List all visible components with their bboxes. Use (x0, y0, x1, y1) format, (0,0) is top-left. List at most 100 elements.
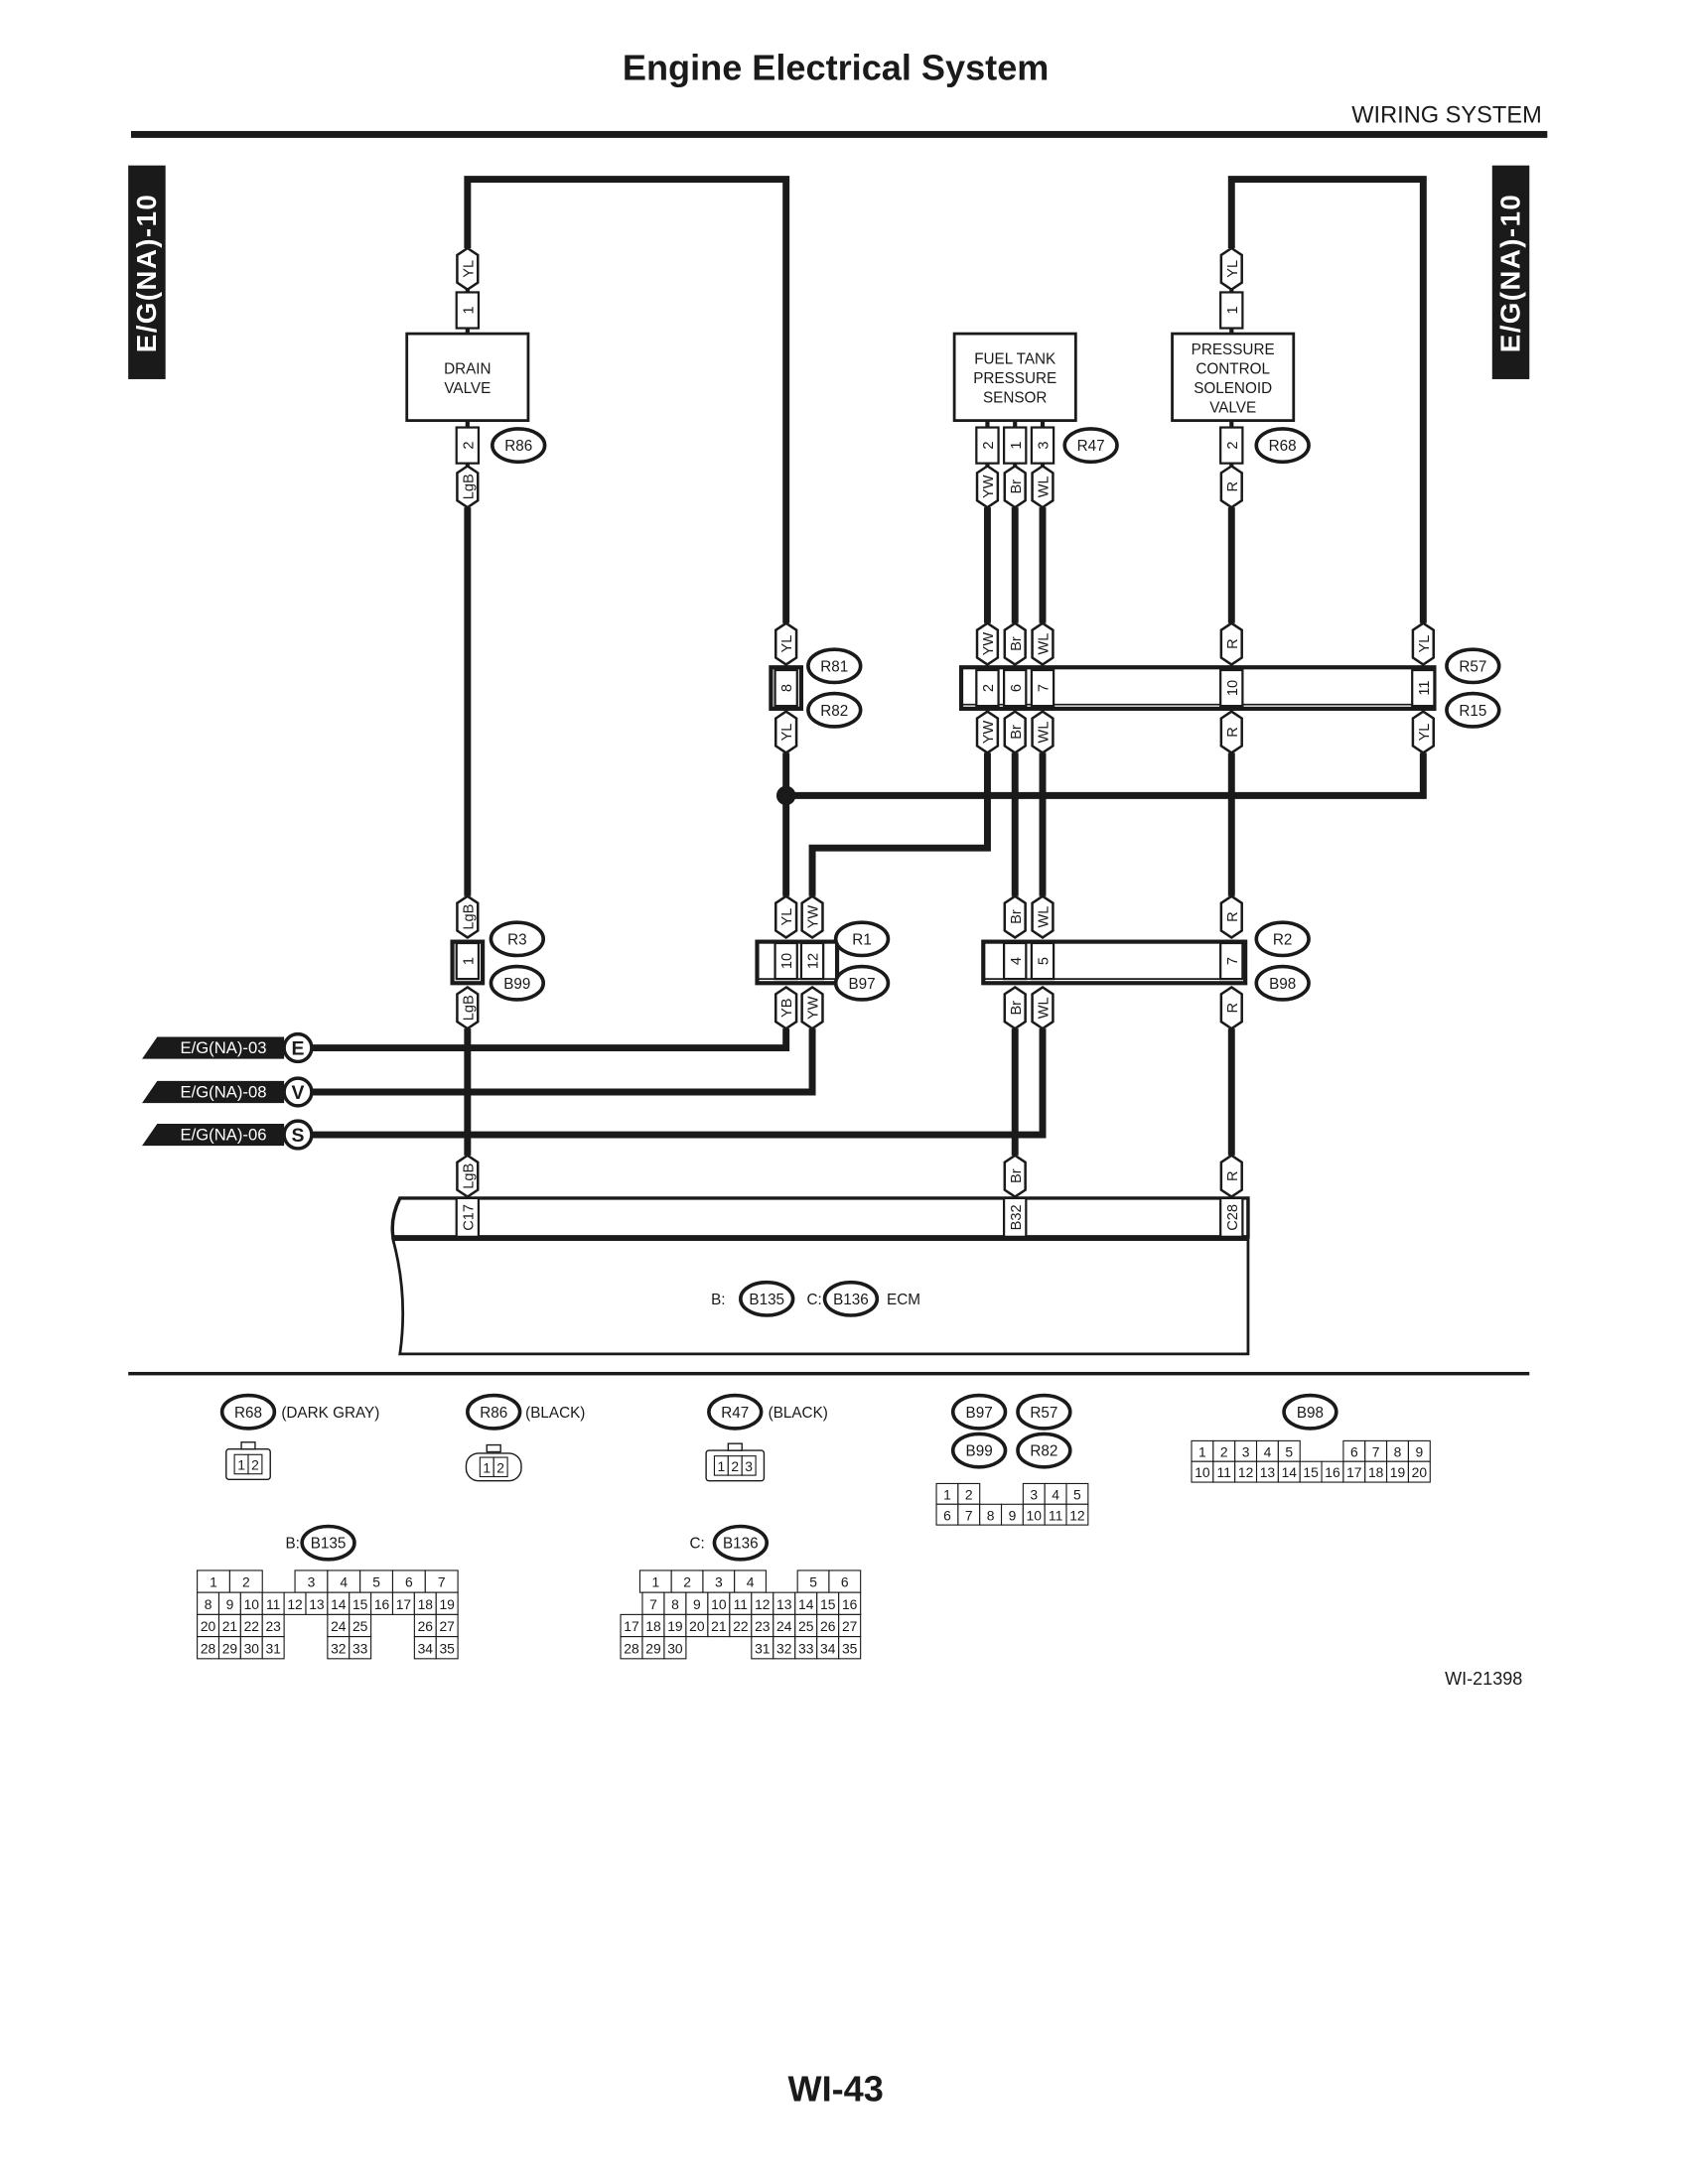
pin-number: 1 (455, 291, 481, 330)
legend-pin-number: 28 (201, 1640, 216, 1656)
legend-r68: R68 (219, 1393, 277, 1431)
legend-pin-number: 2 (1220, 1443, 1228, 1459)
pin-number-text: 2 (981, 442, 997, 450)
wire-color-text: YW (981, 475, 997, 498)
pin-number-text: 7 (1037, 684, 1053, 692)
legend-pin-number: 10 (1027, 1507, 1043, 1523)
sensor-label-3: SENSOR (983, 390, 1047, 407)
wire-color-label: YL (456, 246, 480, 292)
legend-pin-number: 9 (693, 1596, 701, 1612)
side-tab-left-label: E/G(NA)-10 (131, 194, 162, 352)
wire-color-label: R (1219, 621, 1243, 666)
legend-pin-number: 24 (331, 1618, 347, 1634)
sensor-label-1: FUEL TANK (974, 351, 1056, 368)
legend-pin-number: 15 (1303, 1464, 1319, 1480)
offpage-label: E/G(NA)-08 (180, 1083, 266, 1102)
legend-pin-number: 26 (418, 1618, 434, 1634)
legend-pin-number: 23 (265, 1618, 281, 1634)
connector-id-text: R68 (1269, 438, 1297, 455)
legend-pin-number: 2 (731, 1458, 739, 1474)
legend-pin-number: 26 (820, 1618, 836, 1634)
pin-number-text: 2 (1225, 442, 1241, 450)
pin-number: 3 (1030, 426, 1055, 465)
offpage-label: E/G(NA)-06 (180, 1126, 266, 1145)
legend-pin-number: 11 (1049, 1507, 1063, 1523)
legend-pin-number: 32 (776, 1640, 792, 1656)
legend-pin-number: 3 (1030, 1486, 1038, 1502)
drain-valve-label-2: VALVE (444, 380, 491, 397)
wire-color-text: WL (1037, 722, 1053, 744)
legend-pin-number: 7 (438, 1574, 446, 1590)
legend-pin-number: 8 (1394, 1443, 1402, 1459)
legend-pin-number: 21 (711, 1618, 727, 1634)
legend-pin-number: 12 (1238, 1464, 1254, 1480)
legend-pin-number: 29 (645, 1640, 661, 1656)
legend-pin-number: 5 (1285, 1443, 1293, 1459)
wire-color-label: YL (1219, 246, 1243, 292)
legend-pin-number: 21 (222, 1618, 238, 1634)
ecm-c-prefix: C: (806, 1292, 821, 1308)
pin-number: 10 (1219, 668, 1244, 708)
splice-junction (775, 785, 796, 806)
legend-pin-number: 6 (1350, 1443, 1358, 1459)
pin-number: 10 (774, 941, 798, 981)
wire-color-label: WL (1031, 894, 1055, 939)
wire-color-label: WL (1031, 985, 1055, 1030)
legend-pin-number: 3 (745, 1458, 753, 1474)
legend-pin-number: 13 (309, 1596, 325, 1612)
legend-pin-number: 20 (1412, 1464, 1428, 1480)
wire-color-label: WL (1031, 710, 1055, 754)
pin-number: 2 (975, 668, 1000, 708)
connector-id-text: R82 (820, 703, 848, 720)
wire (464, 176, 790, 623)
wire-color-label: R (1219, 894, 1243, 939)
legend-pin-number: 17 (624, 1618, 639, 1634)
wire-color-text: YL (779, 724, 795, 742)
wire-color-label: WL (1031, 464, 1055, 509)
offpage-letter-circle (282, 1119, 314, 1151)
wire-color-label: YB (774, 985, 798, 1030)
legend-pin-number: 4 (340, 1574, 348, 1590)
offpage-letter-circle (282, 1076, 314, 1108)
pin-number: 6 (1003, 668, 1028, 708)
sensor-label-2: PRESSURE (973, 370, 1056, 387)
pin-number: 8 (774, 668, 798, 708)
connector-id-text: B99 (503, 976, 530, 993)
pin-number-text: 4 (1009, 957, 1025, 965)
legend-pin-number: 25 (798, 1618, 814, 1634)
wire-color-text: YL (1417, 635, 1433, 653)
legend-pin-number: 11 (266, 1596, 281, 1612)
legend-pin-number: 18 (1368, 1464, 1384, 1480)
legend-pin-number: 2 (496, 1459, 504, 1475)
legend-pin-number: 1 (718, 1458, 726, 1474)
legend-pin-number: 31 (755, 1640, 771, 1656)
wire-color-text: YW (981, 721, 997, 745)
ecm: B: C: ECM (390, 1196, 1250, 1356)
legend-pin-number: 5 (1073, 1486, 1081, 1502)
header-rule (130, 130, 1548, 138)
connector-id-b98: B98 (1254, 964, 1311, 1002)
connector-id-r47: R47 (1062, 427, 1119, 465)
connector-id-text: B99 (966, 1443, 993, 1460)
legend-pin-number: 14 (331, 1596, 347, 1612)
legend-pin-number: 29 (222, 1640, 238, 1656)
legend-pin-number: 15 (820, 1596, 836, 1612)
wire-color-label: YW (975, 464, 1000, 509)
connector-id-text: R57 (1459, 658, 1486, 675)
pin-number-text: 12 (806, 953, 822, 969)
pin-number: 1 (1003, 426, 1028, 465)
pin-number: 2 (1219, 426, 1244, 465)
wire (808, 752, 991, 896)
legend-pin-number: 10 (244, 1596, 260, 1612)
connector-id-text: R86 (504, 438, 532, 455)
wire-color-text: Br (1009, 1001, 1025, 1016)
legend-pin-number: 4 (1052, 1486, 1059, 1502)
wire-color-text: WL (1037, 906, 1053, 928)
wire-color-text: R (1225, 638, 1241, 649)
legend-pin-number: 1 (1198, 1443, 1206, 1459)
